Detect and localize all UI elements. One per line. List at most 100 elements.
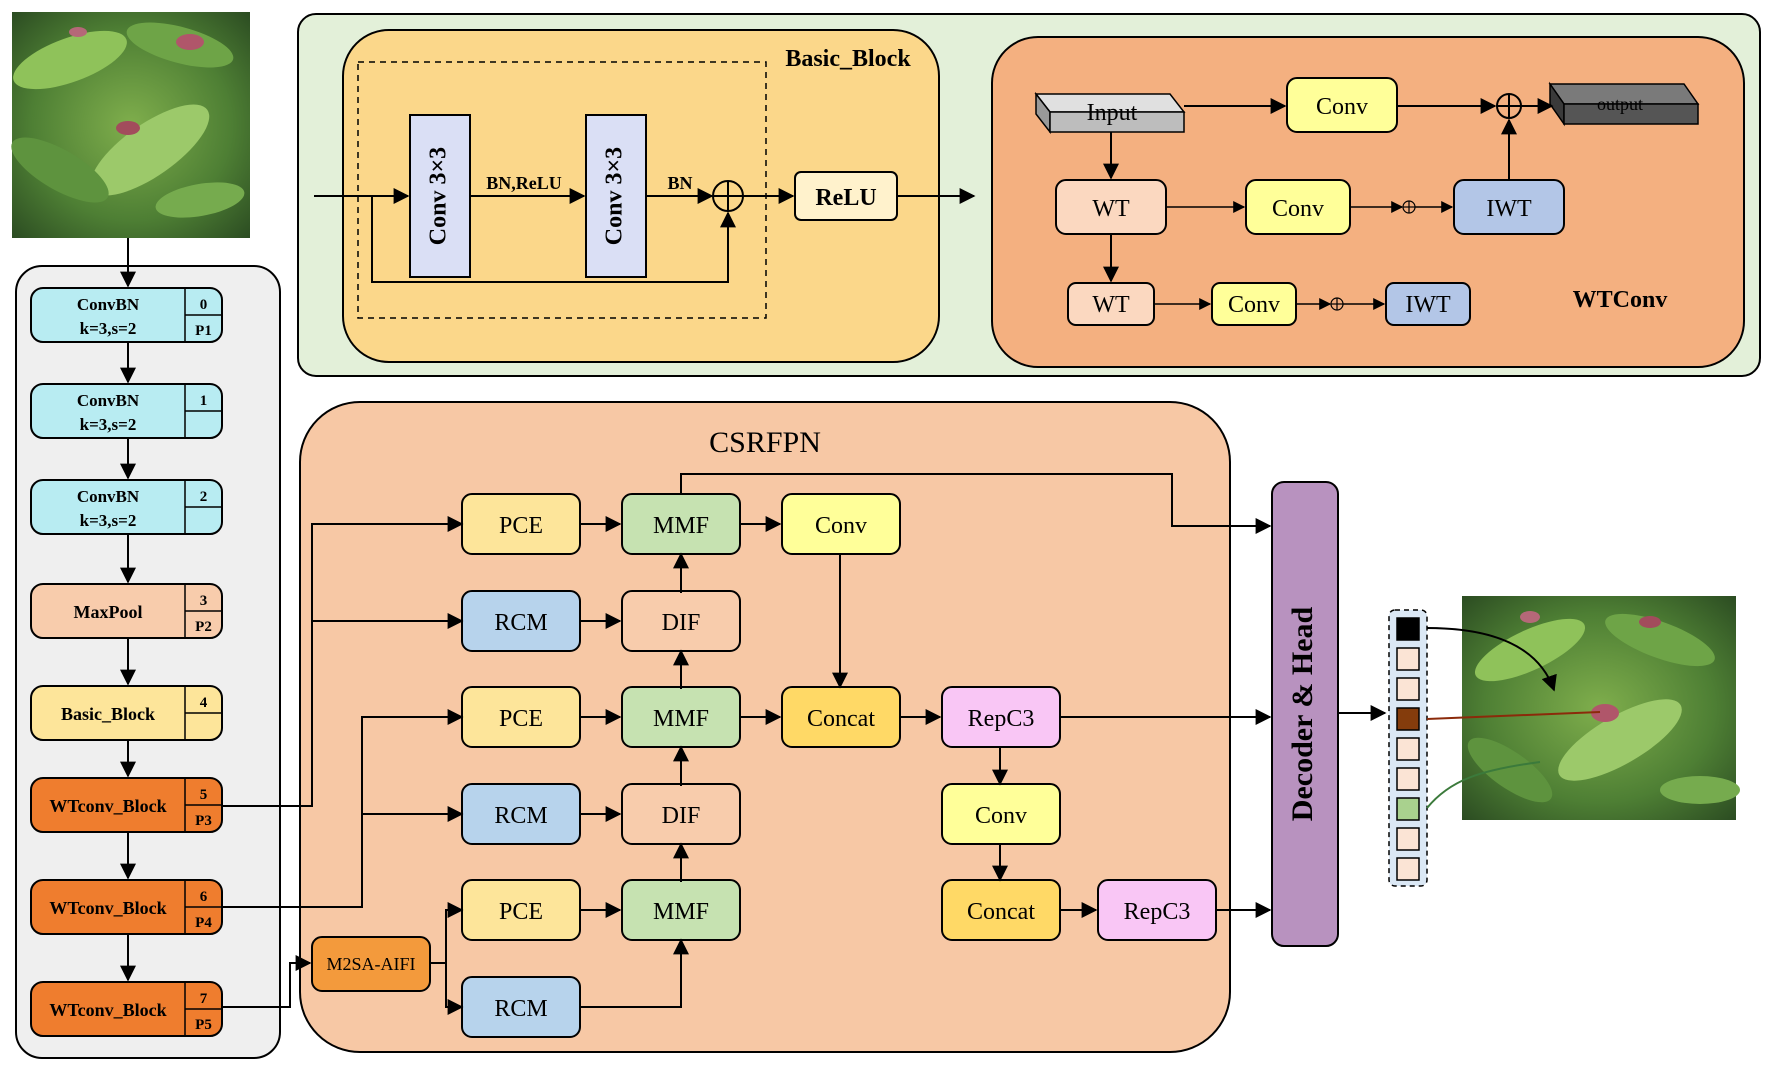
csrfpn-pce3-label: PCE xyxy=(499,899,543,925)
wt-input-slab xyxy=(1049,111,1185,133)
csrfpn-dif2-box: DIF xyxy=(621,783,741,845)
token-cell xyxy=(1396,617,1420,641)
csrfpn-rcm3-box: RCM xyxy=(461,976,581,1038)
m2sa-aifi-box: M2SA-AIFI xyxy=(311,936,431,992)
iwt2-box xyxy=(1385,282,1471,326)
token-arrow-green xyxy=(1426,761,1541,809)
residual-dashed-region xyxy=(357,61,767,319)
wt2-label: WT xyxy=(1092,292,1130,318)
csrfpn-conv1-label: Conv xyxy=(815,513,867,539)
backbone-block-params: k=3,s=2 xyxy=(80,319,137,338)
csrfpn-rcm2-box: RCM xyxy=(461,783,581,845)
csrfpn-repc3-2-box: RepC3 xyxy=(1097,879,1217,941)
backbone-block-tag: P2 xyxy=(195,619,212,635)
token-arrow-black xyxy=(1426,627,1557,692)
csrfpn-conv2-label: Conv xyxy=(975,803,1027,829)
wt-output-label: output xyxy=(1597,94,1643,114)
csrfpn-pce3-box: PCE xyxy=(461,879,581,941)
backbone-block-params: k=3,s=2 xyxy=(80,415,137,434)
wt1-conv-label: Conv xyxy=(1272,196,1324,222)
csrfpn-concat1-box: Concat xyxy=(781,686,901,748)
basic-block-title: Basic_Block xyxy=(785,46,911,72)
csrfpn-concat1-label: Concat xyxy=(807,706,875,732)
token-cell xyxy=(1396,827,1420,851)
backbone-block-name: WTconv_Block xyxy=(49,898,166,918)
csrfpn-conv2-box: Conv xyxy=(941,783,1061,845)
token-cell xyxy=(1396,797,1420,821)
backbone-block-tag: P1 xyxy=(195,323,212,339)
backbone-block-name: ConvBN xyxy=(77,295,140,314)
csrfpn-title: CSRFPN xyxy=(709,426,821,459)
backbone-block-3: MaxPool 3P2 xyxy=(30,583,223,639)
wt-output-slab xyxy=(1563,103,1699,125)
token-cell xyxy=(1396,677,1420,701)
csrfpn-pce2-label: PCE xyxy=(499,706,543,732)
csrfpn-mmf2-label: MMF xyxy=(653,706,709,732)
skip-connection xyxy=(371,196,736,283)
csrfpn-repc3-1-label: RepC3 xyxy=(968,706,1035,732)
backbone-block-index: 6 xyxy=(200,889,208,905)
basic-conv2-box xyxy=(585,114,647,278)
token-cell xyxy=(1396,647,1420,671)
backbone-block-6: WTconv_Block 6P4 xyxy=(30,879,223,935)
backbone-block-name: WTconv_Block xyxy=(49,1000,166,1020)
basic-conv2-label: Conv 3×3 xyxy=(602,147,628,245)
csrfpn-mmf1-label: MMF xyxy=(653,513,709,539)
csrfpn-connections xyxy=(222,473,1387,1015)
m2sa-aifi-label: M2SA-AIFI xyxy=(326,954,415,974)
csrfpn-repc3-2-label: RepC3 xyxy=(1124,899,1191,925)
decoder-head-block xyxy=(1271,481,1339,947)
backbone-block-index: 5 xyxy=(200,787,208,803)
backbone-block-tag: P4 xyxy=(195,915,212,931)
csrfpn-dif1-label: DIF xyxy=(662,610,701,636)
basic-conv1-box xyxy=(409,114,471,278)
relu-label: ReLU xyxy=(815,185,876,211)
backbone-block-name: Basic_Block xyxy=(61,704,155,724)
wt2-conv-label: Conv xyxy=(1228,292,1280,318)
backbone-block-name: WTconv_Block xyxy=(49,796,166,816)
csrfpn-mmf2-box: MMF xyxy=(621,686,741,748)
csrfpn-mmf3-label: MMF xyxy=(653,899,709,925)
wtconv-title: WTConv xyxy=(1573,287,1668,313)
backbone-block-tag: P5 xyxy=(195,1017,212,1033)
backbone-block-index: 3 xyxy=(200,593,208,609)
csrfpn-repc3-1-box: RepC3 xyxy=(941,686,1061,748)
csrfpn-rcm2-label: RCM xyxy=(494,803,547,829)
iwt1-label: IWT xyxy=(1486,196,1532,222)
wt-top-conv-label: Conv xyxy=(1316,94,1368,120)
backbone-block-name: ConvBN xyxy=(77,391,140,410)
backbone-block-params: k=3,s=2 xyxy=(80,511,137,530)
output-leaf-image xyxy=(1462,596,1740,820)
csrfpn-pce1-label: PCE xyxy=(499,513,543,539)
token-cell xyxy=(1396,707,1420,731)
backbone-block-index: 4 xyxy=(200,695,208,711)
csrfpn-concat2-box: Concat xyxy=(941,879,1061,941)
csrfpn-rcm3-label: RCM xyxy=(494,996,547,1022)
decoder-head-label: Decoder & Head xyxy=(1286,606,1319,821)
backbone-blocks: ConvBNk=3,s=20P1ConvBNk=3,s=21ConvBNk=3,… xyxy=(30,287,223,1037)
backbone-block-index: 7 xyxy=(200,991,208,1007)
input-leaf-image xyxy=(11,12,250,238)
token-cells xyxy=(1396,617,1420,881)
csrfpn-rcm1-box: RCM xyxy=(461,590,581,652)
wt1-label: WT xyxy=(1092,196,1130,222)
csrfpn-pce1-box: PCE xyxy=(461,493,581,555)
bn-relu-label: BN,ReLU xyxy=(486,173,562,193)
token-cell xyxy=(1396,767,1420,791)
backbone-block-7: WTconv_Block 7P5 xyxy=(30,981,223,1037)
token-cell xyxy=(1396,737,1420,761)
backbone-block-5: WTconv_Block 5P3 xyxy=(30,777,223,833)
iwt2-label: IWT xyxy=(1405,292,1451,318)
wt-input-label: Input xyxy=(1087,100,1138,126)
csrfpn-concat2-label: Concat xyxy=(967,899,1035,925)
backbone-block-name: MaxPool xyxy=(74,602,143,622)
csrfpn-mmf1-box: MMF xyxy=(621,493,741,555)
bn-label: BN xyxy=(667,173,692,193)
backbone-block-tag: P3 xyxy=(195,813,212,829)
csrfpn-dif2-label: DIF xyxy=(662,803,701,829)
